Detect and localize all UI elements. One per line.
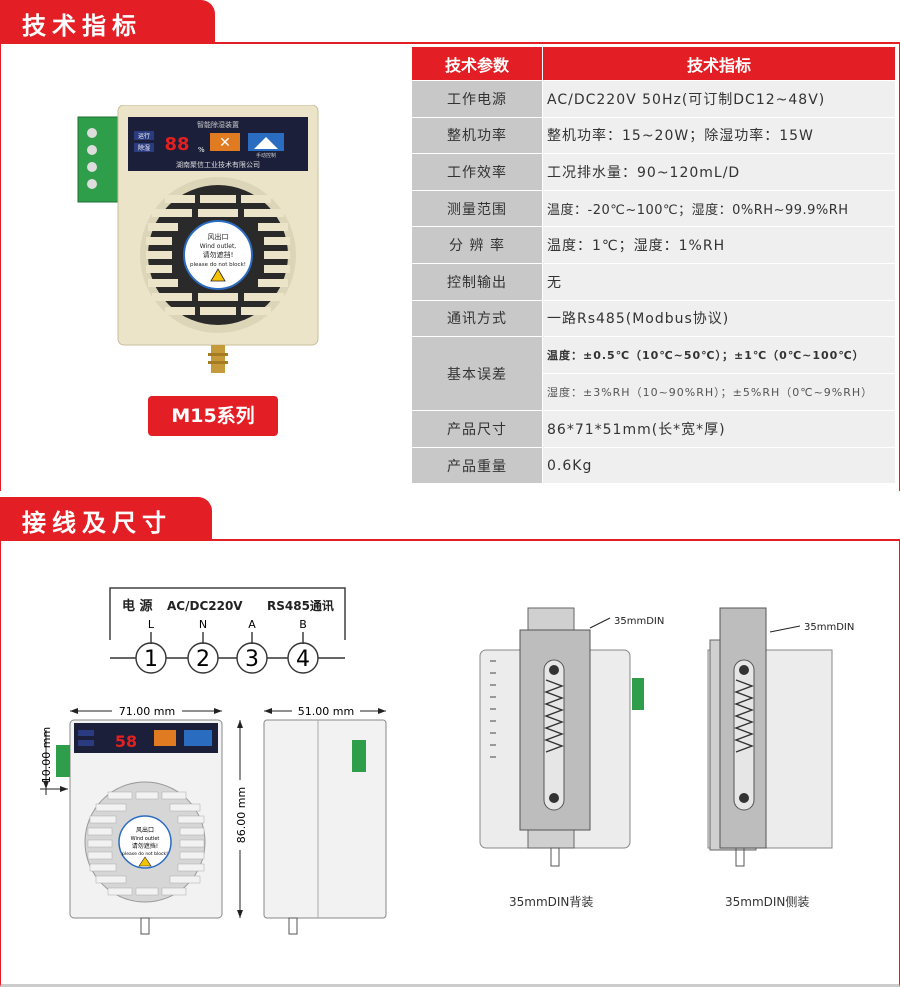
- outlet-cn: 风出口: [208, 232, 229, 241]
- wiring-dimension-drawing: 电 源 AC/DC220V RS485通讯 L N A B 1 2 3 4 71…: [40, 587, 387, 935]
- row-value: 温度：-20℃~100℃；湿度：0%RH~99.9%RH: [542, 189, 896, 228]
- company-name: 湖南聚信工业技术有限公司: [176, 160, 260, 169]
- front-outlet-en: Wind outlet: [131, 836, 160, 842]
- table-row: 通讯方式一路Rs485(Modbus协议): [411, 299, 896, 338]
- row-key: 分 辨 率: [411, 226, 543, 264]
- row-key: 工作电源: [411, 80, 543, 118]
- dim-width: 71.00 mm: [119, 705, 175, 718]
- front-block-cn: 请勿遮挡!: [132, 842, 158, 850]
- row-value-humidity: 湿度：±3%RH（10~90%RH）；±5%RH（0℃~9%RH）: [542, 373, 896, 412]
- row-key: 工作效率: [411, 153, 543, 191]
- led-display: 88: [164, 134, 189, 155]
- din-label-side: 35mmDIN: [804, 622, 854, 633]
- model-badge: M15系列: [148, 396, 278, 436]
- row-key: 产品尺寸: [411, 410, 543, 448]
- din-mount-drawing: 35mmDIN 35mmDIN: [479, 607, 854, 867]
- dehum-label: 除湿: [138, 144, 150, 152]
- warning-icon: [210, 268, 226, 282]
- row-value: 温度：1℃；湿度：1%RH: [542, 226, 896, 264]
- section-tech-title: 技术指标: [22, 12, 142, 40]
- caption-side-mount: 35mmDIN侧装: [725, 895, 810, 909]
- terminal-num-1: 1: [144, 647, 158, 672]
- wiring-power-label: 电 源: [122, 598, 153, 614]
- table-row: 测量范围温度：-20℃~100℃；湿度：0%RH~99.9%RH: [411, 189, 896, 228]
- row-value: 无: [542, 262, 896, 301]
- section-wiring-title: 接线及尺寸: [22, 509, 172, 537]
- row-value: 工况排水量：90~120mL/D: [542, 153, 896, 191]
- table-row: 工作效率工况排水量：90~120mL/D: [411, 153, 896, 191]
- section-wiring-header: 接线及尺寸: [0, 497, 212, 539]
- din-label-back: 35mmDIN: [614, 616, 664, 627]
- header-param: 技术参数: [411, 46, 543, 81]
- mountain-icon: [254, 137, 278, 149]
- device-photo: 智能除湿装置 运行 除湿 88 % ✕ 手动控制 湖南聚信工业技术有限公司 风出…: [77, 105, 319, 373]
- percent-sign: %: [198, 146, 205, 154]
- table-row: 控制输出无: [411, 262, 896, 301]
- wiring-voltage-label: AC/DC220V: [167, 599, 243, 613]
- front-outlet-cn: 风出口: [136, 826, 154, 834]
- front-block-en: please do not block!: [122, 851, 168, 857]
- terminal-num-3: 3: [245, 647, 259, 672]
- front-display: 58: [115, 732, 137, 751]
- table-row: 分 辨 率温度：1℃；湿度：1%RH: [411, 226, 896, 264]
- row-key: 通讯方式: [411, 299, 543, 338]
- row-value: 0.6Kg: [542, 446, 896, 485]
- dim-height: 86.00 mm: [235, 787, 248, 843]
- dim-depth: 51.00 mm: [298, 705, 354, 718]
- row-key: 整机功率: [411, 116, 543, 155]
- terminal-b: B: [299, 618, 307, 631]
- table-row: 基本误差温度：±0.5℃（10℃~50℃）；±1℃（0℃~100℃）: [411, 336, 896, 412]
- table-header-row: 技术参数 技术指标: [411, 46, 896, 81]
- section-tech-divider: [0, 42, 900, 44]
- row-key: 测量范围: [411, 189, 543, 228]
- row-value: 整机功率：15~20W；除湿功率：15W: [542, 116, 896, 155]
- wiring-comm-label: RS485通讯: [267, 598, 334, 613]
- fan-grille: [140, 177, 296, 333]
- block-en: please do not block!: [190, 262, 246, 268]
- run-label: 运行: [138, 132, 150, 140]
- row-value: AC/DC220V 50Hz(可订制DC12~48V): [542, 80, 896, 118]
- header-spec: 技术指标: [542, 46, 896, 81]
- outlet-en: Wind outlet,: [200, 243, 237, 250]
- panel-title: 智能除湿装置: [197, 120, 239, 129]
- row-key: 控制输出: [411, 262, 543, 301]
- row-key: 产品重量: [411, 446, 543, 485]
- table-row: 整机功率整机功率：15~20W；除湿功率：15W: [411, 116, 896, 155]
- x-icon: ✕: [219, 135, 231, 151]
- row-value: 一路Rs485(Modbus协议): [542, 299, 896, 338]
- manual-label: 手动控制: [256, 152, 276, 159]
- terminal-l: L: [148, 618, 155, 631]
- caption-back-mount: 35mmDIN背装: [509, 895, 594, 909]
- dim-offset: 10.00 mm: [40, 727, 53, 783]
- section-tech-header: 技术指标: [0, 0, 215, 42]
- table-row: 湿度：±3%RH（10~90%RH）；±5%RH（0℃~9%RH）: [412, 373, 896, 412]
- terminal-a: A: [248, 618, 256, 631]
- terminal-num-4: 4: [296, 647, 310, 672]
- terminal-num-2: 2: [196, 647, 210, 672]
- row-key: 基本误差: [411, 336, 543, 412]
- block-cn: 请勿遮挡!: [203, 250, 234, 259]
- row-value-temp: 温度：±0.5℃（10℃~50℃）；±1℃（0℃~100℃）: [542, 336, 896, 375]
- row-value: 86*71*51mm(长*宽*厚): [542, 410, 896, 448]
- terminal-n: N: [199, 618, 207, 631]
- section-wiring-divider: [0, 539, 900, 541]
- front-warning-icon: [138, 856, 152, 867]
